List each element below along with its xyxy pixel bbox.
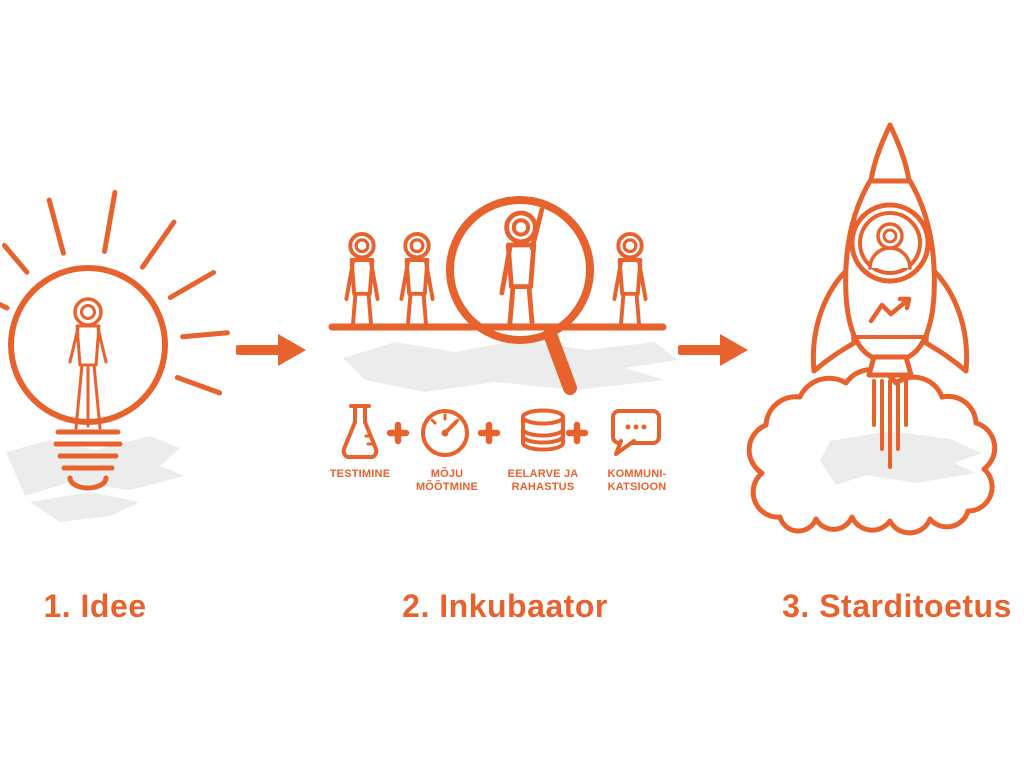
plus-icon [386, 421, 410, 445]
arrow-right-icon [236, 334, 306, 366]
icon-label-line: MÕÕTMINE [415, 481, 479, 493]
icon-label-line: MÕJU [430, 468, 464, 480]
rocket-nose-cone [868, 122, 912, 184]
label-moju-mootmine: MÕJU MÕÕTMINE [392, 468, 502, 494]
stage-label-idee: 1. Idee [43, 588, 147, 624]
person-icon [612, 232, 648, 327]
lightbulb-illustration [0, 189, 230, 522]
arrow-right-icon [678, 334, 748, 366]
label-kommunikatsioon: KOMMUNI- KATSIOON [582, 468, 692, 494]
light-rays [0, 189, 230, 396]
person-in-bulb-icon [68, 297, 108, 430]
icon-label-line: KATSIOON [607, 481, 667, 493]
icon-label-line: RAHASTUS [511, 481, 575, 493]
gauge-icon [421, 409, 469, 457]
exhaust-flames [872, 379, 908, 469]
plus-icon [477, 421, 501, 445]
scribble-decoration [6, 436, 185, 522]
porthole-with-astronaut-icon [849, 202, 931, 284]
icon-label-line: KOMMUNI- [607, 468, 667, 480]
icon-label-line: TESTIMINE [329, 468, 391, 480]
label-eelarve-ja-rahastus: EELARVE JA RAHASTUS [488, 468, 598, 494]
plus-icon [565, 421, 589, 445]
label-testimine: TESTIMINE [305, 468, 415, 481]
rocket-nozzle [866, 354, 914, 378]
speech-bubble-icon [611, 409, 661, 456]
stage-label-starditoetus: 3. Starditoetus [782, 588, 1012, 624]
scribble-decoration [820, 431, 982, 485]
person-icon [344, 232, 380, 327]
people-magnifier-illustration [328, 196, 677, 459]
person-icon [399, 232, 435, 327]
stage-label-inkubaator: 2. Inkubaator [402, 588, 608, 624]
flask-icon [341, 404, 379, 459]
coins-icon [521, 408, 565, 452]
chart-zigzag-icon [868, 296, 912, 324]
person-waving-icon [502, 210, 542, 325]
scribble-decoration [343, 340, 677, 392]
bulb-base [53, 429, 123, 491]
magnifier-icon [446, 196, 594, 395]
rocket-launch-illustration [746, 122, 998, 536]
icon-label-line: EELARVE JA [507, 468, 579, 480]
